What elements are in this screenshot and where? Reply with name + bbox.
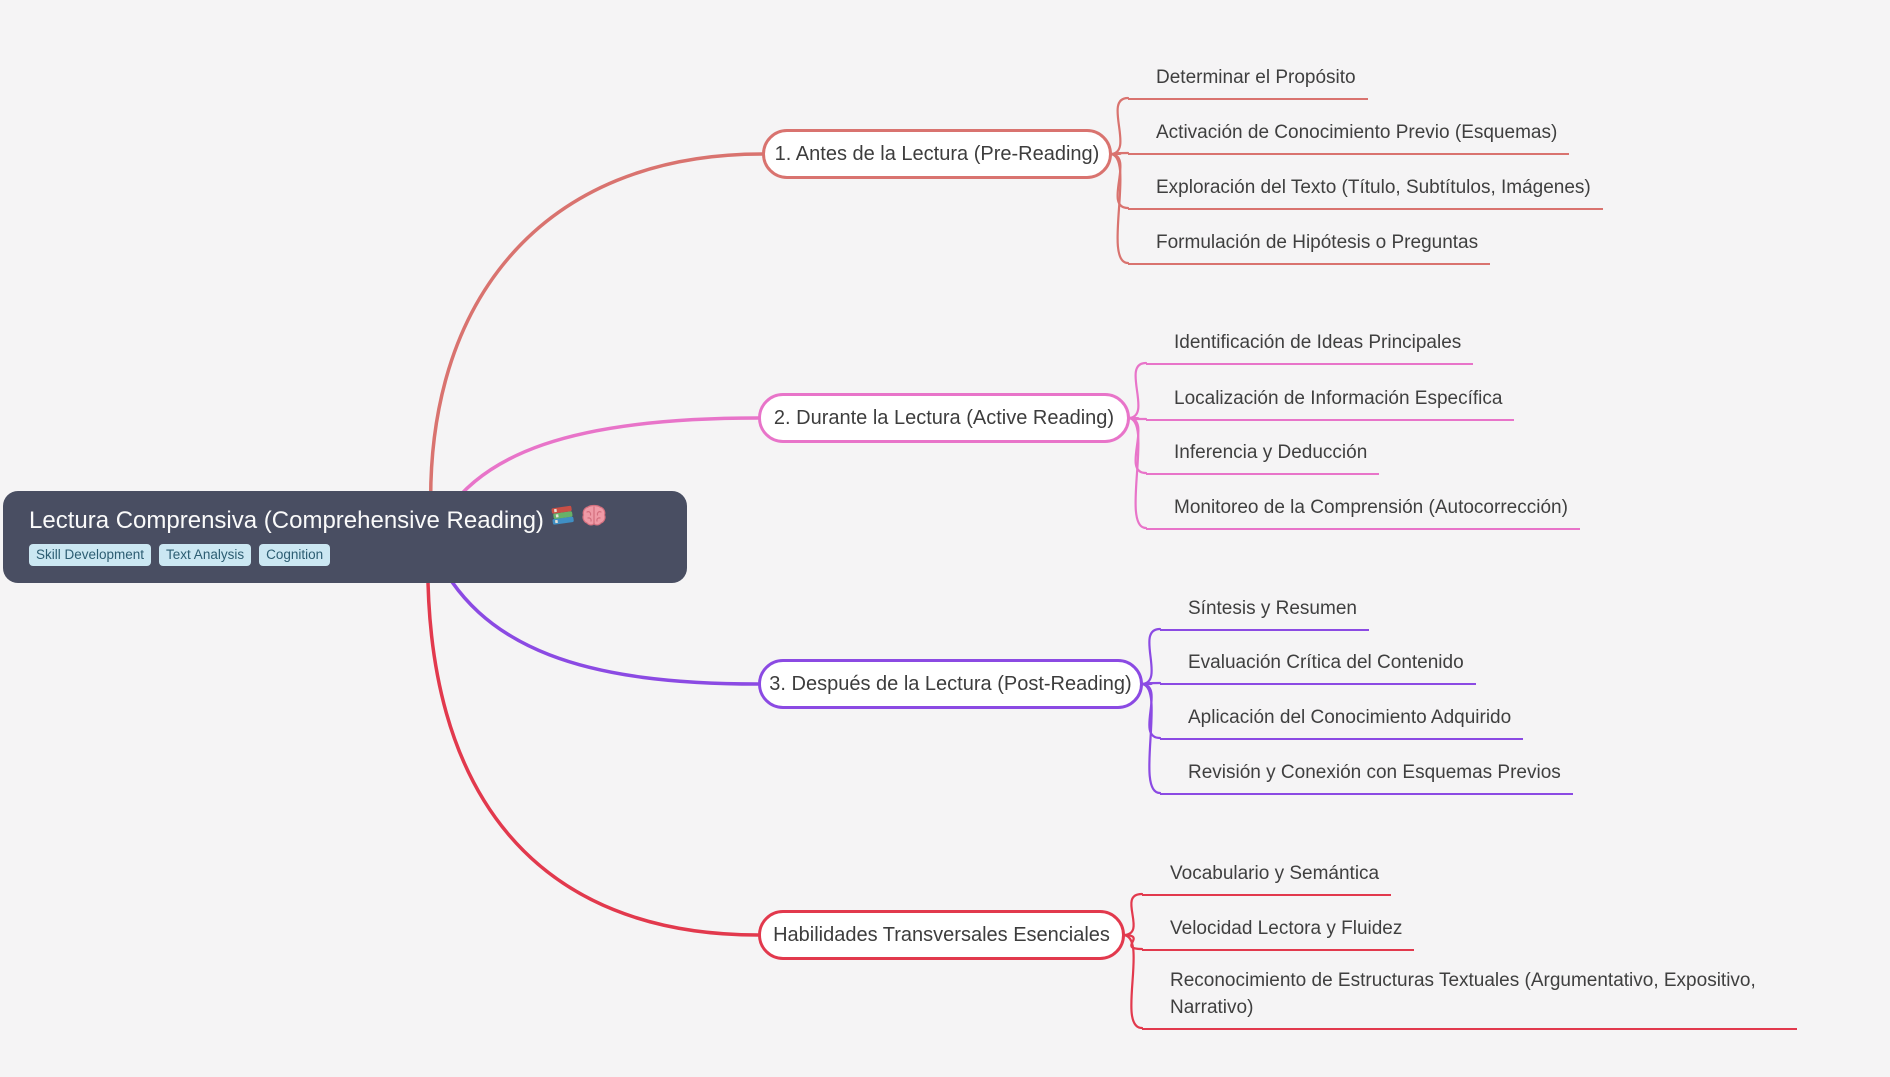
child-node[interactable]: Inferencia y Deducción (1146, 439, 1380, 475)
books-icon (549, 503, 576, 539)
child-curve (1126, 416, 1148, 530)
child-node[interactable]: Velocidad Lectora y Fluidez (1142, 915, 1415, 951)
badge-skill-development: Skill Development (29, 544, 152, 566)
child-curve (1139, 682, 1162, 795)
child-curve (1126, 361, 1148, 420)
child-node[interactable]: Vocabulario y Semántica (1142, 860, 1392, 896)
child-curve (1108, 151, 1130, 156)
child-node[interactable]: Revisión y Conexión con Esquemas Previos (1160, 759, 1573, 795)
root-node[interactable]: Lectura Comprensiva (Comprehensive Readi… (3, 491, 687, 583)
branch-curve (430, 544, 760, 686)
child-node[interactable]: Evaluación Crítica del Contenido (1160, 649, 1476, 685)
branch-curve (429, 152, 764, 540)
child-node[interactable]: Exploración del Texto (Título, Subtítulo… (1128, 174, 1603, 210)
child-node[interactable]: Reconocimiento de Estructuras Textuales … (1142, 967, 1797, 1030)
child-curve (1139, 627, 1162, 686)
badge-text-analysis: Text Analysis (159, 544, 252, 566)
child-curve (1121, 892, 1144, 937)
badge-cognition: Cognition (259, 544, 331, 566)
root-title-text: Lectura Comprensiva (Comprehensive Readi… (29, 507, 544, 534)
root-title: Lectura Comprensiva (Comprehensive Readi… (29, 503, 661, 539)
branch-node-transversal-skills[interactable]: Habilidades Transversales Esenciales (758, 910, 1125, 960)
root-badges: Skill Development Text Analysis Cognitio… (29, 544, 661, 566)
brain-icon (581, 504, 607, 538)
child-node[interactable]: Determinar el Propósito (1128, 64, 1368, 100)
child-node[interactable]: Aplicación del Conocimiento Adquirido (1160, 704, 1524, 740)
child-curve (1121, 933, 1144, 1030)
branch-node-post-reading[interactable]: 3. Después de la Lectura (Post-Reading) (758, 659, 1143, 709)
branch-curve (426, 544, 760, 937)
child-curve (1108, 96, 1130, 156)
child-node[interactable]: Formulación de Hipótesis o Preguntas (1128, 229, 1491, 265)
child-node[interactable]: Localización de Información Específica (1146, 385, 1515, 421)
child-curve (1126, 416, 1148, 421)
child-node[interactable]: Monitoreo de la Comprensión (Autocorrecc… (1146, 494, 1580, 530)
child-node[interactable]: Activación de Conocimiento Previo (Esque… (1128, 119, 1570, 155)
child-node[interactable]: Síntesis y Resumen (1160, 595, 1369, 631)
child-curve (1139, 681, 1162, 686)
branch-node-active-reading[interactable]: 2. Durante la Lectura (Active Reading) (758, 393, 1130, 443)
branch-node-pre-reading[interactable]: 1. Antes de la Lectura (Pre-Reading) (762, 129, 1112, 179)
child-curve (1108, 152, 1130, 265)
child-node[interactable]: Identificación de Ideas Principales (1146, 329, 1474, 365)
